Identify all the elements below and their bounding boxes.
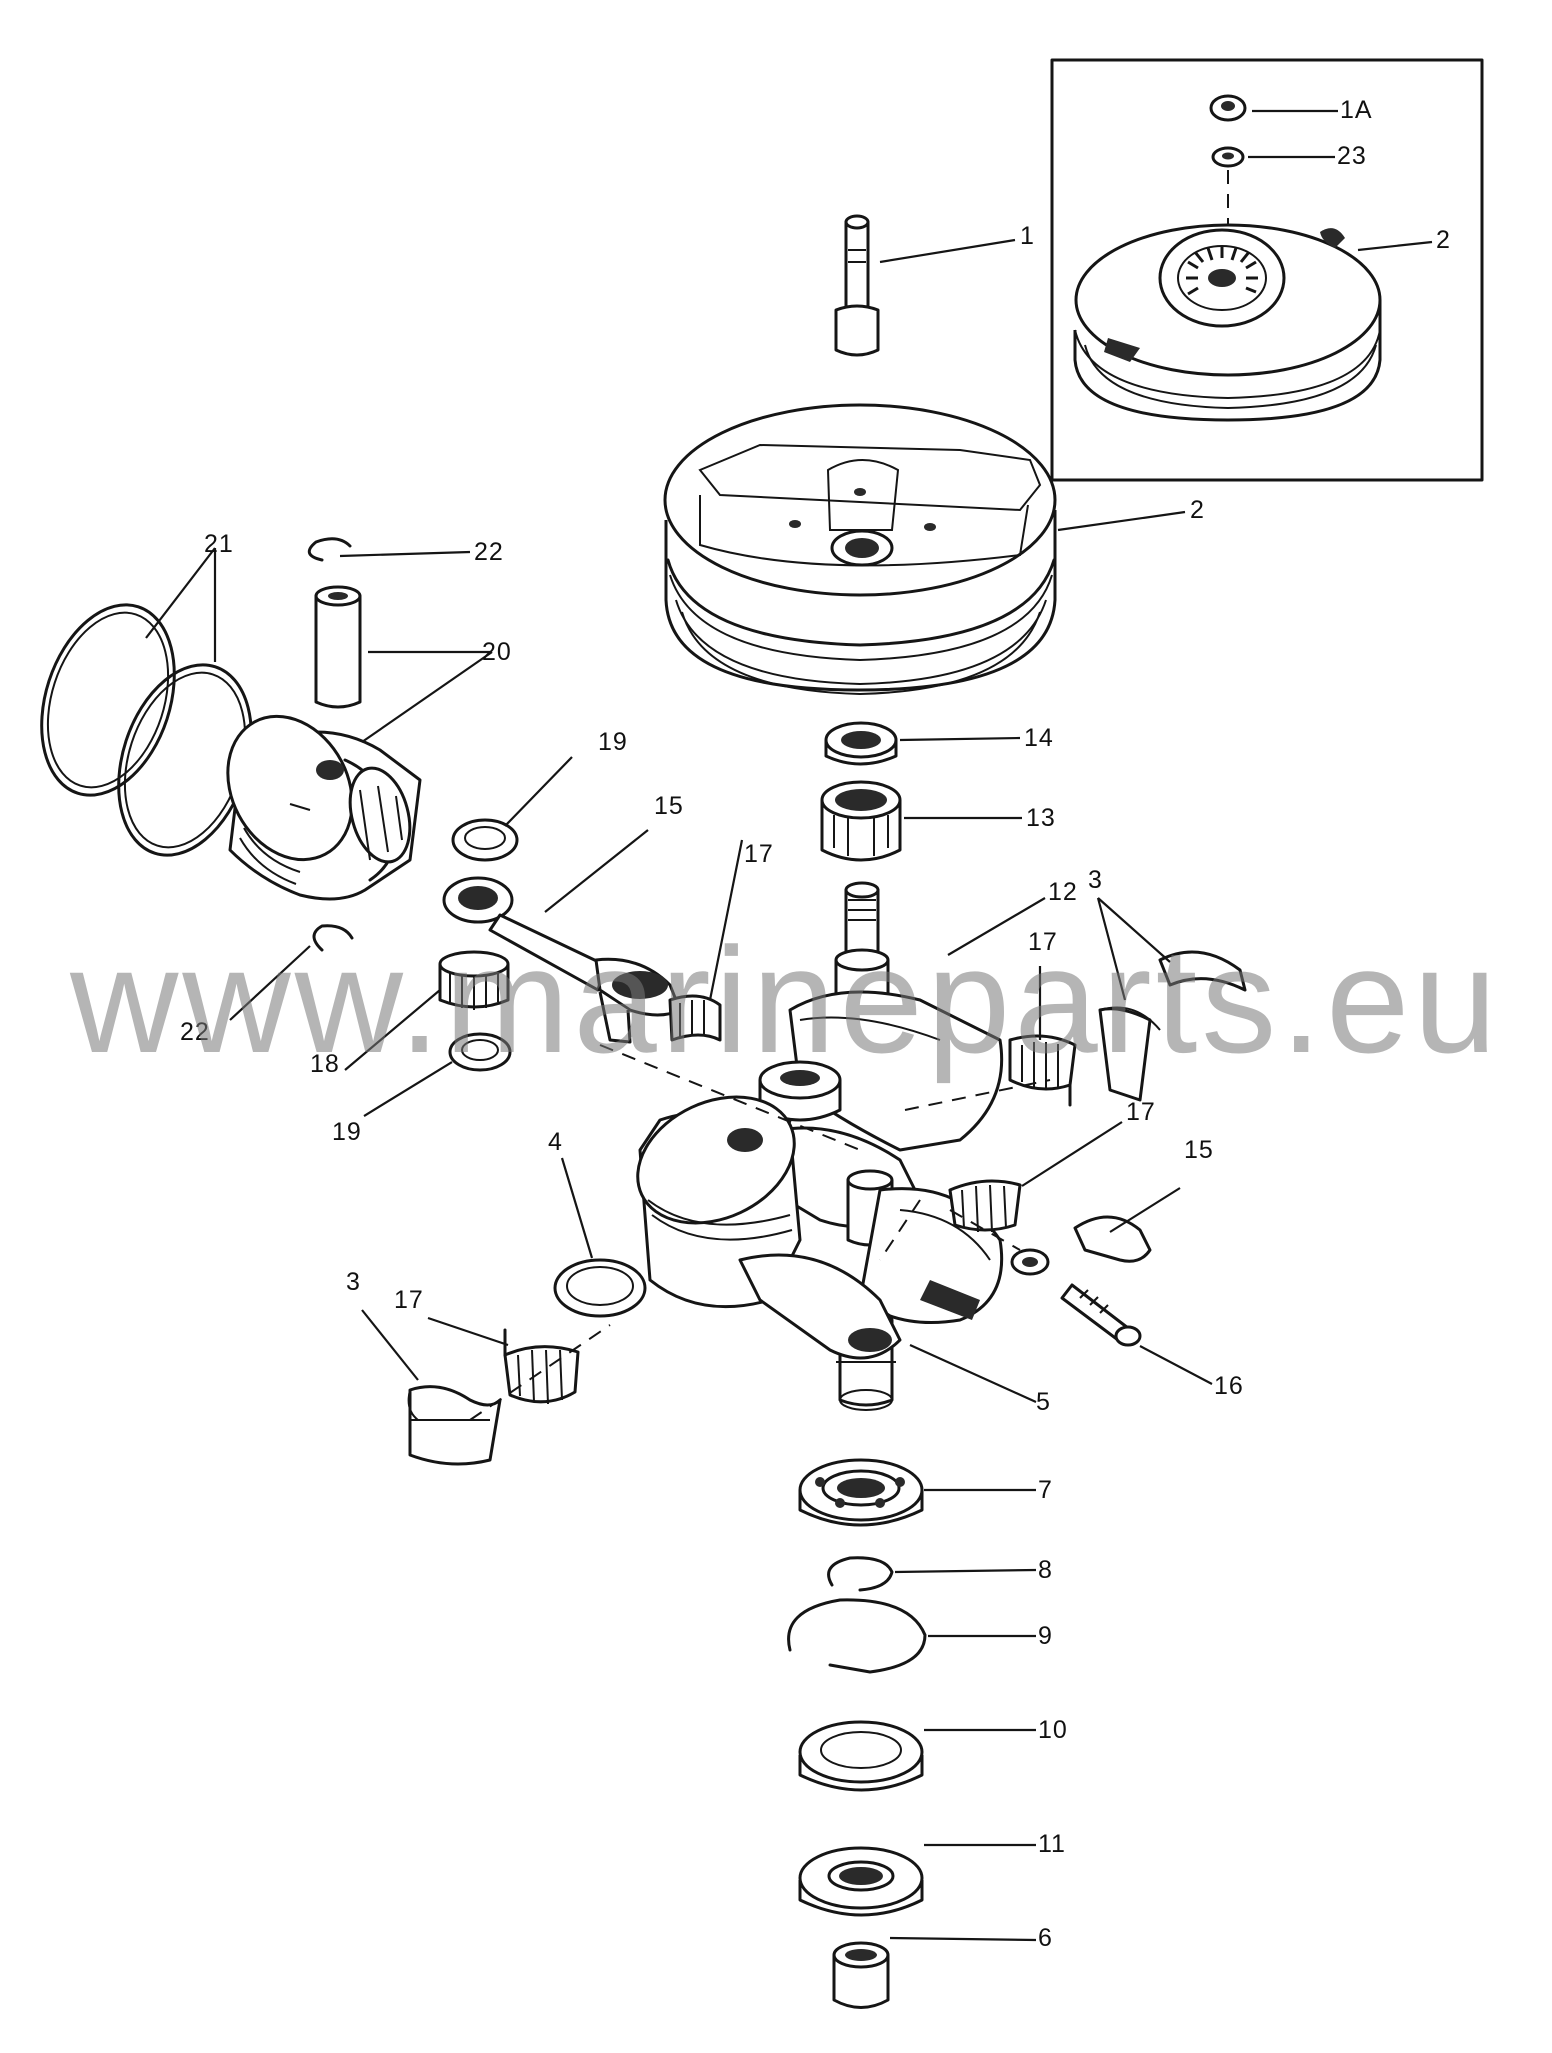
callout-23: 23 — [1337, 142, 1367, 170]
callout-2: 2 — [1190, 496, 1205, 524]
callout-17-d: 17 — [394, 1286, 424, 1314]
needle-bearing-18-shape — [438, 950, 510, 1010]
callout-12: 12 — [1048, 878, 1078, 906]
bolt-16-shape — [1060, 1283, 1142, 1347]
bearing-half-17c-shape — [948, 1179, 1022, 1233]
retainer-22-bottom-shape — [312, 924, 354, 952]
wrist-pin-shape — [314, 585, 362, 709]
callout-3-left: 3 — [346, 1268, 361, 1296]
callout-5: 5 — [1036, 1388, 1051, 1416]
retainer-22-top-shape — [307, 537, 352, 562]
callout-19-top: 19 — [598, 728, 628, 756]
nut-1a-shape — [1209, 94, 1247, 122]
bearing-cage-3-left-shape — [407, 1385, 502, 1466]
crankshaft-shape — [758, 881, 1004, 1411]
callout-18: 18 — [310, 1050, 340, 1078]
callout-2-inset: 2 — [1436, 226, 1451, 254]
callout-1: 1 — [1020, 222, 1035, 250]
seal-14-shape — [824, 721, 898, 766]
ball-bearing-7-shape — [798, 1458, 924, 1527]
seal-11-shape — [798, 1846, 924, 1917]
callout-6: 6 — [1038, 1924, 1053, 1952]
callout-1a: 1A — [1340, 96, 1373, 124]
callout-17-b: 17 — [1028, 928, 1058, 956]
callout-15-right: 15 — [1184, 1136, 1214, 1164]
inset-frame — [1050, 58, 1484, 482]
watermark-text: www.marineparts.eu — [70, 916, 1501, 1084]
flywheel-shape — [663, 403, 1057, 696]
bearing-cage-3-right-shape — [1098, 950, 1247, 1102]
leader-lines — [145, 109, 1433, 1942]
lower-rod-shape — [738, 1253, 902, 1360]
lower-piston-shape — [636, 1095, 802, 1309]
callout-10: 10 — [1038, 1716, 1068, 1744]
callout-17-a: 17 — [744, 840, 774, 868]
bearing-half-17a-shape — [668, 994, 722, 1042]
callout-4: 4 — [548, 1128, 563, 1156]
stud-1-shape — [834, 214, 880, 357]
callout-11: 11 — [1038, 1830, 1066, 1858]
callout-22-top: 22 — [474, 538, 504, 566]
callout-16: 16 — [1214, 1372, 1244, 1400]
bushing-6-shape — [832, 1941, 890, 2009]
piston-shape — [226, 714, 422, 901]
callout-7: 7 — [1038, 1476, 1053, 1504]
callout-21: 21 — [204, 530, 234, 558]
callout-17-c: 17 — [1126, 1098, 1156, 1126]
bearing-13-shape — [820, 780, 902, 862]
thrust-washer-19-bottom-shape — [448, 1032, 512, 1072]
snap-ring-8-shape — [827, 1556, 894, 1592]
bearing-half-17d-shape — [503, 1328, 580, 1405]
carrier-10-shape — [798, 1720, 924, 1792]
ring-4-shape — [553, 1258, 647, 1318]
washer-23-shape — [1211, 146, 1245, 168]
callout-3-right: 3 — [1088, 866, 1103, 894]
callout-8: 8 — [1038, 1556, 1053, 1584]
callout-13: 13 — [1026, 804, 1056, 832]
callout-20: 20 — [482, 638, 512, 666]
callout-9: 9 — [1038, 1622, 1053, 1650]
flywheel-inset-shape — [1073, 223, 1382, 422]
callout-19-bottom: 19 — [332, 1118, 362, 1146]
retaining-ring-9-shape — [787, 1598, 927, 1674]
thrust-washer-19-top-shape — [451, 818, 519, 862]
callout-15-top: 15 — [654, 792, 684, 820]
rod-cap-15-shape — [1010, 1215, 1152, 1276]
callout-14: 14 — [1024, 724, 1054, 752]
callout-22-bottom: 22 — [180, 1018, 210, 1046]
